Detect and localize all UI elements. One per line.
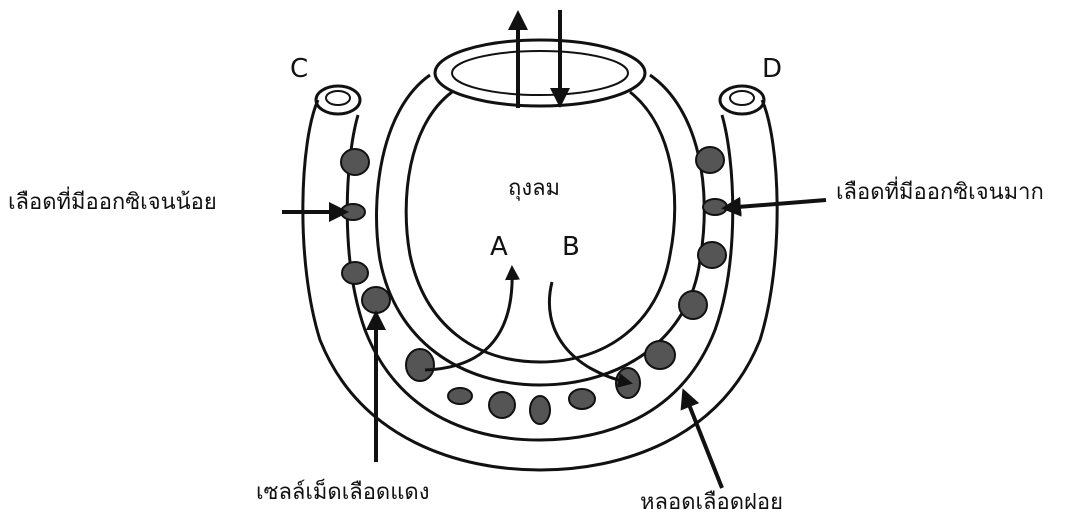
label-c: C bbox=[290, 56, 308, 82]
red-blood-cell bbox=[342, 262, 368, 284]
red-blood-cell bbox=[569, 389, 595, 409]
label-d: D bbox=[762, 56, 782, 82]
capillary-label: หลอดเลือดฝอย bbox=[640, 492, 783, 514]
high-oxygen-pointer bbox=[725, 200, 826, 208]
red-blood-cell bbox=[645, 341, 675, 369]
red-blood-cell bbox=[530, 396, 550, 424]
alveolus-opening bbox=[435, 40, 645, 106]
red-blood-cell-label: เซลล์เม็ดเลือดแดง bbox=[256, 482, 429, 504]
red-blood-cell bbox=[489, 392, 515, 418]
gas-exchange-arrows bbox=[518, 10, 560, 108]
high-oxygen-blood-label: เลือดที่มีออกซิเจนมาก bbox=[836, 182, 1044, 204]
red-blood-cell bbox=[448, 388, 472, 404]
red-blood-cell bbox=[703, 199, 727, 215]
low-oxygen-blood-label: เลือดที่มีออกซิเจนน้อย bbox=[8, 192, 217, 214]
red-blood-cell bbox=[679, 291, 707, 319]
label-a: A bbox=[490, 234, 508, 260]
curved-arrows bbox=[425, 268, 630, 383]
red-blood-cell bbox=[341, 149, 369, 175]
red-blood-cell bbox=[698, 242, 726, 268]
red-blood-cell bbox=[362, 287, 390, 313]
pointer-arrows bbox=[282, 200, 826, 488]
alveolus-wall bbox=[377, 40, 705, 385]
alveolus-label: ถุงลม bbox=[508, 178, 560, 200]
red-blood-cell bbox=[696, 147, 724, 173]
red-blood-cell bbox=[406, 349, 434, 381]
label-b: B bbox=[562, 234, 580, 260]
capillary-inner-wall bbox=[347, 115, 733, 440]
